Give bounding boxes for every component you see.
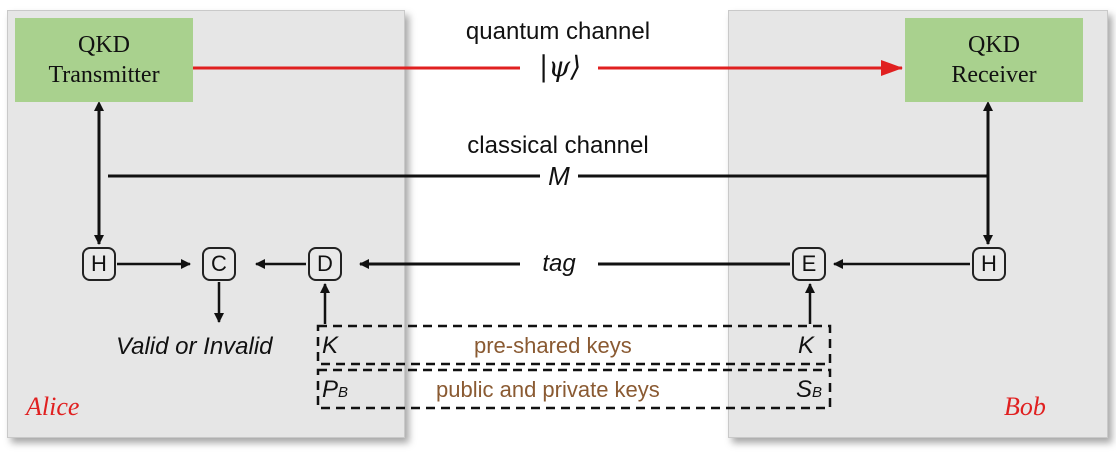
qkd-transmitter-line2: Transmitter — [48, 62, 160, 88]
alice-label: Alice — [26, 392, 80, 421]
bob-private-key-letter: S — [796, 376, 813, 403]
quantum-state-label: |ψ⟩ — [538, 50, 582, 83]
quantum-channel-label: quantum channel — [465, 18, 651, 45]
bob-hash-node: H — [972, 247, 1006, 281]
tag-label: tag — [542, 250, 576, 277]
alice-public-key-letter: P — [322, 376, 339, 403]
qkd-receiver-line2: Receiver — [951, 62, 1037, 88]
alice-hash-node: H — [82, 247, 116, 281]
qkd-receiver-box: QKD Receiver — [905, 18, 1083, 102]
alice-decrypt-node: D — [308, 247, 342, 281]
preshared-keys-label: pre-shared keys — [474, 333, 632, 358]
validation-result-label: Valid or Invalid — [116, 333, 273, 360]
bob-private-key-subscript: B — [812, 384, 823, 401]
bob-encrypt-node: E — [792, 247, 826, 281]
qkd-transmitter-line1: QKD — [78, 32, 130, 58]
bob-private-key: SB — [796, 376, 822, 404]
alice-public-key: PB — [322, 376, 348, 404]
alice-compare-node: C — [202, 247, 236, 281]
classical-message-label: M — [548, 161, 570, 191]
alice-preshared-key: K — [322, 332, 339, 359]
preshared-keys-box — [316, 324, 832, 366]
public-private-keys-box — [316, 368, 832, 410]
qkd-transmitter-box: QKD Transmitter — [15, 18, 193, 102]
public-private-keys-label: public and private keys — [436, 377, 660, 402]
classical-channel-label: classical channel — [467, 132, 649, 159]
qkd-receiver-line1: QKD — [968, 32, 1020, 58]
bob-label: Bob — [1004, 392, 1046, 421]
bob-preshared-key: K — [798, 332, 815, 359]
alice-public-key-subscript: B — [338, 384, 349, 401]
